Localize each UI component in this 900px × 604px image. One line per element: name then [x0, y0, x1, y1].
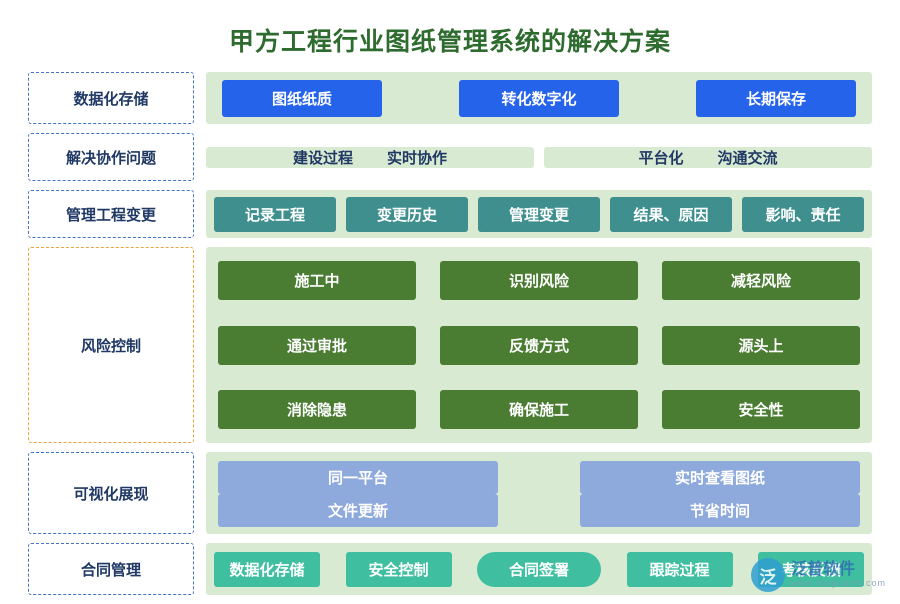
chip-contract-3[interactable]: 合同签署 — [477, 551, 601, 587]
chip-change-2[interactable]: 变更历史 — [346, 196, 468, 232]
chip-contract-4[interactable]: 跟踪过程 — [626, 551, 733, 587]
chip-contract-2[interactable]: 安全控制 — [345, 551, 452, 587]
chip-change-4[interactable]: 结果、原因 — [610, 196, 732, 232]
risk-grid: 施工中 识别风险 减轻风险 通过审批 反馈方式 源头上 消除隐患 确保施工 安全… — [218, 261, 860, 429]
diagram-row-visualization: 可视化展现 同一平台 实时查看图纸 文件更新 节省时间 — [28, 452, 872, 534]
chip-risk-6[interactable]: 源头上 — [662, 325, 860, 365]
chip-storage-1[interactable]: 图纸纸质 — [222, 79, 382, 117]
collaboration-group-2: 平台化 沟通交流 — [544, 146, 872, 168]
collab-item-1: 建设过程 — [292, 149, 353, 167]
row-label-contract: 合同管理 — [28, 543, 194, 595]
chip-risk-5[interactable]: 反馈方式 — [440, 325, 638, 365]
row-body-storage: 图纸纸质 转化数字化 长期保存 — [206, 72, 872, 124]
row-body-change: 记录工程 变更历史 管理变更 结果、原因 影响、责任 — [206, 190, 872, 238]
collab-item-2: 实时协作 — [387, 149, 448, 167]
row-label-change: 管理工程变更 — [28, 190, 194, 238]
chip-risk-9[interactable]: 安全性 — [662, 390, 860, 429]
diagram-row-change: 管理工程变更 记录工程 变更历史 管理变更 结果、原因 影响、责任 — [28, 190, 872, 238]
risk-line-3: 消除隐患 确保施工 安全性 — [218, 390, 860, 429]
watermark-text: 泛普软件 www.fanpusoft.com — [790, 560, 886, 588]
chip-contract-1[interactable]: 数据化存储 — [214, 551, 320, 587]
diagram-row-collaboration: 解决协作问题 建设过程 实时协作 平台化 沟通交流 — [28, 133, 872, 181]
chip-visual-1[interactable]: 同一平台 — [218, 461, 498, 494]
chip-storage-2[interactable]: 转化数字化 — [459, 79, 619, 117]
row-label-storage: 数据化存储 — [28, 72, 194, 124]
row-label-risk: 风险控制 — [28, 247, 194, 443]
chip-visual-2[interactable]: 实时查看图纸 — [580, 461, 860, 494]
chip-storage-3[interactable]: 长期保存 — [696, 79, 856, 117]
watermark: 泛 泛普软件 www.fanpusoft.com — [750, 558, 886, 592]
diagram-row-risk: 风险控制 施工中 识别风险 减轻风险 通过审批 反馈方式 源头上 消除隐患 确保… — [28, 247, 872, 443]
collaboration-group-1: 建设过程 实时协作 — [206, 146, 534, 168]
chip-visual-3[interactable]: 文件更新 — [218, 494, 498, 527]
row-body-visualization: 同一平台 实时查看图纸 文件更新 节省时间 — [206, 452, 872, 534]
collab-item-3: 平台化 — [638, 149, 684, 167]
brand-url: www.fanpusoft.com — [790, 577, 886, 588]
row-body-risk: 施工中 识别风险 减轻风险 通过审批 反馈方式 源头上 消除隐患 确保施工 安全… — [206, 247, 872, 443]
chip-risk-3[interactable]: 减轻风险 — [662, 261, 860, 300]
chip-change-3[interactable]: 管理变更 — [478, 196, 600, 232]
solution-diagram: 数据化存储 图纸纸质 转化数字化 长期保存 解决协作问题 建设过程 实时协作 平… — [28, 72, 872, 604]
chip-risk-1[interactable]: 施工中 — [218, 261, 416, 300]
visualization-line-1: 同一平台 实时查看图纸 — [218, 461, 860, 494]
diagram-row-storage: 数据化存储 图纸纸质 转化数字化 长期保存 — [28, 72, 872, 124]
risk-line-2: 通过审批 反馈方式 源头上 — [218, 325, 860, 365]
chip-contract-5[interactable]: 考核反馈 — [758, 551, 864, 587]
brand-logo-icon: 泛 — [750, 558, 785, 592]
page-title: 甲方工程行业图纸管理系统的解决方案 — [228, 28, 671, 56]
row-label-collaboration: 解决协作问题 — [28, 133, 194, 181]
row-label-visualization: 可视化展现 — [28, 452, 194, 534]
chip-risk-4[interactable]: 通过审批 — [218, 325, 416, 365]
collab-item-4: 沟通交流 — [717, 149, 778, 167]
visualization-line-2: 文件更新 节省时间 — [218, 494, 860, 527]
chip-change-5[interactable]: 影响、责任 — [742, 196, 864, 232]
visualization-grid: 同一平台 实时查看图纸 文件更新 节省时间 — [218, 461, 860, 527]
row-body-collaboration: 建设过程 实时协作 平台化 沟通交流 — [206, 133, 872, 181]
diagram-row-contract: 合同管理 数据化存储 安全控制 合同签署 跟踪过程 考核反馈 — [28, 543, 872, 595]
chip-risk-8[interactable]: 确保施工 — [440, 390, 638, 429]
risk-line-1: 施工中 识别风险 减轻风险 — [218, 261, 860, 300]
chip-visual-4[interactable]: 节省时间 — [580, 494, 860, 527]
chip-risk-7[interactable]: 消除隐患 — [218, 390, 416, 429]
row-body-contract: 数据化存储 安全控制 合同签署 跟踪过程 考核反馈 — [206, 543, 872, 595]
brand-name: 泛普软件 — [790, 560, 855, 578]
chip-risk-2[interactable]: 识别风险 — [440, 261, 638, 300]
chip-change-1[interactable]: 记录工程 — [214, 196, 336, 232]
